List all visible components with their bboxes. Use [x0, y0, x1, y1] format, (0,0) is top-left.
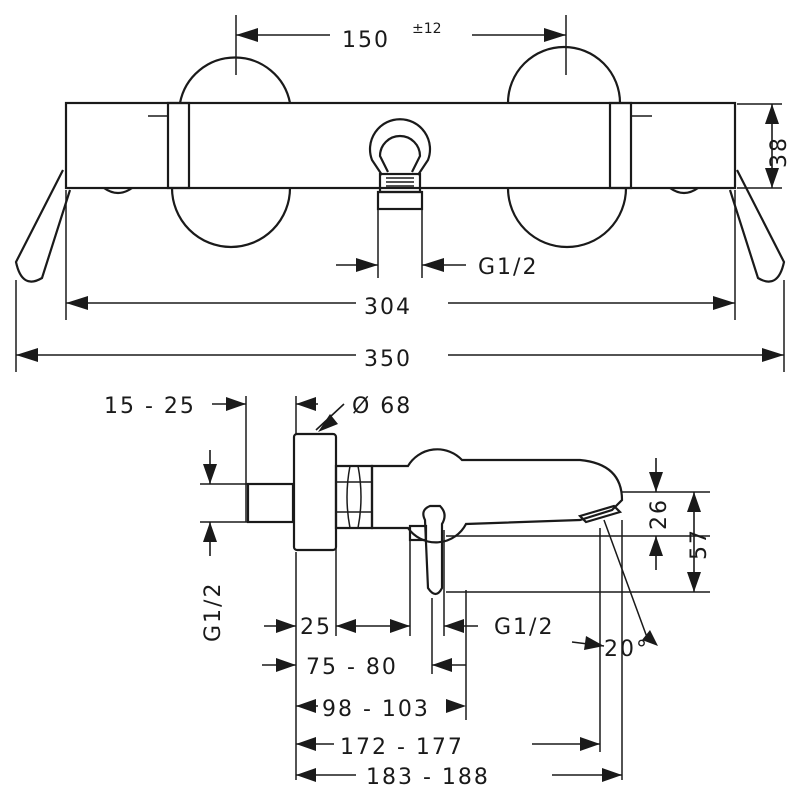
dim-label-26: 26: [647, 498, 672, 530]
arrow-head: [203, 522, 217, 542]
arrow-head: [687, 492, 701, 512]
arrow-head: [318, 414, 338, 432]
arrow-head: [642, 630, 658, 646]
arrow-head: [296, 768, 316, 782]
dim-label-57: 57: [687, 528, 712, 560]
right-handle: [728, 169, 786, 283]
arrow-head: [203, 464, 217, 484]
arrow-head: [765, 168, 779, 188]
lever-handle: [422, 504, 446, 596]
right-rosette-bottom: [506, 187, 628, 249]
arrow-head: [236, 28, 258, 42]
right-rosette-top: [506, 45, 622, 104]
right-sleeve: [608, 101, 633, 190]
arrow-head: [276, 658, 296, 672]
dim-tolerance: ±12: [412, 21, 442, 37]
arrow-head: [713, 296, 735, 310]
lever-stop: [408, 524, 428, 542]
dim-label-350: 350: [364, 347, 412, 372]
arrow-head: [432, 658, 452, 672]
arrow-head: [687, 572, 701, 592]
arrow-head: [765, 104, 779, 124]
left-rosette-bottom: [170, 187, 292, 249]
dim-label-25: 25: [300, 615, 332, 640]
arrow-head: [296, 699, 316, 713]
nut-curve: [357, 465, 362, 529]
arrow-head: [296, 737, 316, 751]
arrow-head: [390, 619, 410, 633]
arrow-head: [602, 768, 622, 782]
dim-label-172-177: 172 - 177: [340, 735, 464, 760]
arrow-head: [276, 619, 296, 633]
outlet-ring-outer: [368, 118, 432, 176]
dim-label-38: 38: [767, 136, 792, 168]
arrow-head: [762, 348, 784, 362]
outlet-ring-inner: [378, 134, 422, 173]
arrow-head: [584, 636, 604, 650]
outlet-nut: [378, 172, 422, 194]
arrow-head: [444, 619, 464, 633]
dim-label-thread-spout: G1/2: [494, 615, 554, 640]
dim-label-thread-left: G1/2: [201, 582, 226, 642]
nut-curve: [346, 465, 351, 529]
dim-label-diameter: Ø 68: [352, 394, 412, 419]
arrow-head: [66, 296, 88, 310]
rosette-side: [292, 432, 338, 552]
dim-label-150: 150: [342, 28, 390, 53]
dim-label-98-103: 98 - 103: [322, 697, 430, 722]
top-view: 150 ±12 38 G1/2 304 350: [14, 15, 792, 372]
mixer-body: [370, 448, 624, 544]
arrow-head: [16, 348, 38, 362]
right-foot: [669, 187, 699, 195]
arrow-head: [226, 397, 246, 411]
spout-aerator: [577, 504, 623, 524]
arrow-head: [356, 258, 378, 272]
dim-label-75-80: 75 - 80: [306, 655, 398, 680]
left-handle: [14, 169, 72, 283]
angle-line: [603, 519, 649, 641]
arrow-head: [580, 737, 600, 751]
left-sleeve: [166, 101, 191, 190]
wall-connector: [246, 482, 295, 524]
outlet-connector: [376, 190, 424, 211]
dim-label-183-188: 183 - 188: [366, 765, 490, 790]
dim-label-angle: 20°: [604, 637, 649, 662]
arrow-head: [544, 28, 566, 42]
arrow-head: [296, 397, 316, 411]
left-foot: [103, 187, 133, 195]
thermostat-body: [64, 101, 737, 190]
dim-label-304: 304: [364, 295, 412, 320]
arrow-head: [446, 699, 466, 713]
dim-label-thread-top: G1/2: [478, 255, 538, 280]
arrow-head: [422, 258, 444, 272]
side-view: 15 - 25 Ø 68 G1/2 25 G1/2 20°: [104, 394, 712, 790]
left-rosette-top: [178, 56, 292, 104]
arrow-head: [649, 472, 663, 492]
hex-nut: [334, 464, 374, 530]
arrow-head: [649, 536, 663, 556]
dim-label-15-25: 15 - 25: [104, 394, 196, 419]
